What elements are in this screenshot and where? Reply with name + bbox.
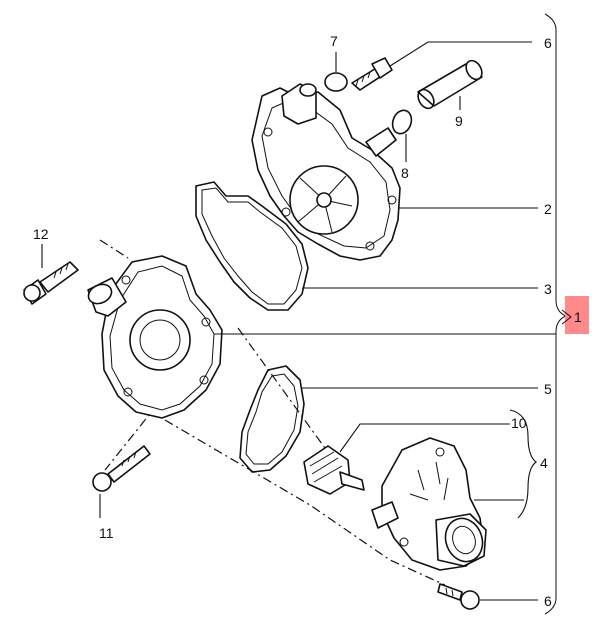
assembly-axis-upper <box>237 327 331 456</box>
callout-4[interactable]: 4 <box>540 455 548 471</box>
bolt-bottom[interactable] <box>437 583 480 610</box>
gasket-3-inner <box>201 187 303 305</box>
callout-1-label: 1 <box>574 309 582 325</box>
coolant-pipe-9[interactable] <box>415 58 485 111</box>
callout-9[interactable]: 9 <box>455 113 463 129</box>
callout-3[interactable]: 3 <box>544 281 552 297</box>
callout-5[interactable]: 5 <box>544 381 552 397</box>
callout-7[interactable]: 7 <box>330 33 338 49</box>
callout-8[interactable]: 8 <box>401 165 409 181</box>
assembly-axis-center <box>164 419 446 586</box>
callout-12[interactable]: 12 <box>33 226 49 242</box>
o-ring-7[interactable] <box>324 72 348 92</box>
thermostat-10[interactable] <box>303 445 365 495</box>
thermostat-housing-1[interactable] <box>85 255 223 419</box>
gasket-3[interactable] <box>195 181 309 311</box>
callout-6-top[interactable]: 6 <box>544 35 552 51</box>
gasket-5[interactable] <box>239 365 305 473</box>
callout-2[interactable]: 2 <box>544 201 552 217</box>
callout-6-bottom[interactable]: 6 <box>544 593 552 609</box>
callout-10[interactable]: 10 <box>511 415 527 431</box>
bolt-11[interactable] <box>92 445 151 492</box>
bolt-12[interactable] <box>23 261 79 305</box>
callout-1-caret <box>561 309 572 325</box>
assembly-axis-left <box>99 239 129 259</box>
bolt-top[interactable] <box>351 57 393 91</box>
callout-11[interactable]: 11 <box>99 525 114 541</box>
pump-housing-2[interactable] <box>251 83 401 261</box>
water-pump-4[interactable] <box>371 437 488 571</box>
leader-lines <box>41 41 556 601</box>
o-ring-8[interactable] <box>389 108 414 137</box>
callout-1[interactable]: 1 <box>561 296 589 334</box>
gasket-5-inner <box>245 373 299 465</box>
assembly-bracket <box>544 13 568 615</box>
